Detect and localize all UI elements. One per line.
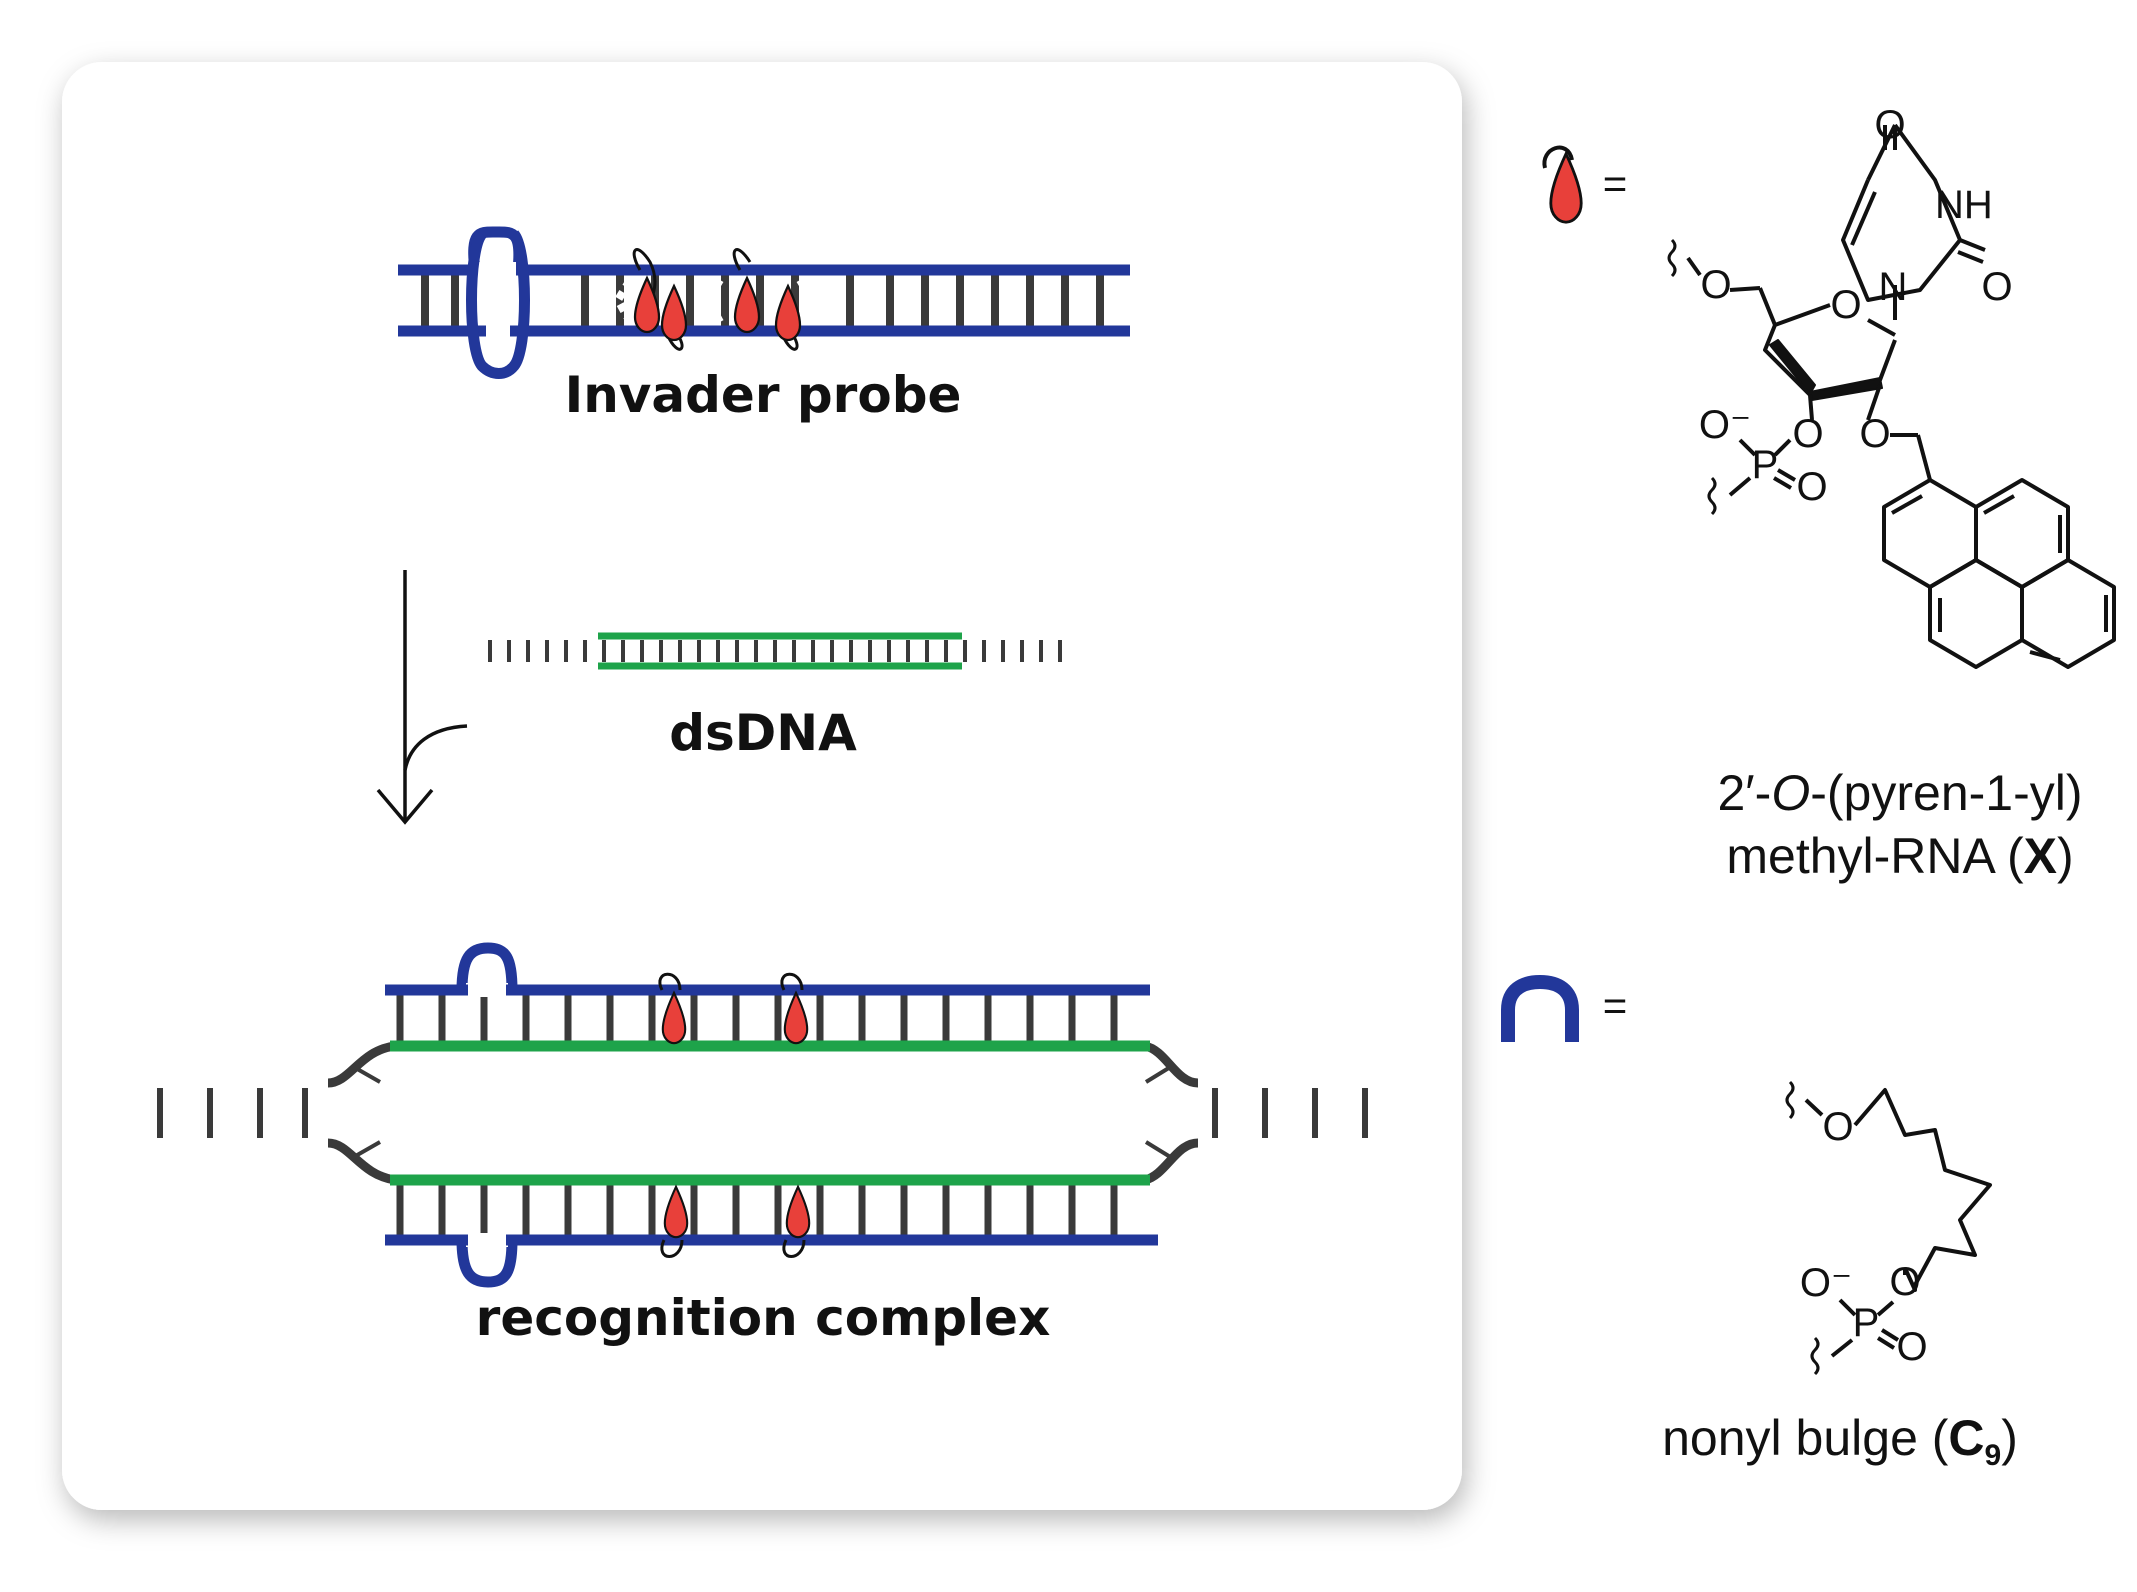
legend-pyrene-tether xyxy=(1542,145,1574,169)
recognition-complex-label: recognition complex xyxy=(476,1289,1051,1347)
atom-o-3prime: O xyxy=(1792,412,1823,456)
atom-o-phosphoryl-c9: O xyxy=(1896,1325,1927,1369)
pyrene-rna-structure xyxy=(1667,123,2116,669)
legend-x-equals: = xyxy=(1603,160,1628,207)
atom-o-c9-bottom: O xyxy=(1889,1260,1920,1304)
atom-o-ring: O xyxy=(1830,283,1861,327)
legend-pyrene-drop-icon xyxy=(1549,152,1583,224)
atom-p: P xyxy=(1752,443,1779,487)
atom-n: N xyxy=(1879,265,1908,309)
nonyl-bulge-icon xyxy=(1501,974,1579,1042)
diagram-panel xyxy=(62,62,1462,1510)
atom-o-c9-top: O xyxy=(1822,1105,1853,1149)
invader-probe-diagram: Invader probe xyxy=(398,226,1130,424)
invader-probe-label: Invader probe xyxy=(565,366,962,424)
probe-bulge-loop xyxy=(466,230,530,379)
legend-x-caption: 2′-O-(pyren-1-yl) xyxy=(1718,765,2083,821)
legend-x: = xyxy=(1542,103,2116,884)
dsdna-diagram: dsDNA xyxy=(455,632,1068,762)
atom-o-carbonyl-2: O xyxy=(1981,265,2012,309)
atom-o-minus-c9: O⁻ xyxy=(1800,1261,1852,1305)
dsdna-label: dsDNA xyxy=(669,704,857,762)
complex-upper-bulge xyxy=(456,942,518,991)
legend-c9: = O O O⁻ P O nonyl bulge (C9) xyxy=(1501,974,2018,1472)
atom-p-c9: P xyxy=(1853,1301,1880,1345)
recognition-complex-diagram: recognition complex xyxy=(125,942,1405,1347)
legend-c9-equals: = xyxy=(1603,982,1628,1029)
atom-o-carbonyl: O xyxy=(1874,103,1905,147)
reaction-arrow xyxy=(376,570,468,825)
complex-lower-bulge xyxy=(456,1239,518,1288)
atom-o-phosphoryl: O xyxy=(1796,465,1827,509)
legend-c9-caption: nonyl bulge (C9) xyxy=(1662,1410,2018,1472)
atom-o-minus: O⁻ xyxy=(1699,403,1751,447)
atom-nh: NH xyxy=(1935,183,1993,227)
nonyl-structure xyxy=(1785,1080,1992,1376)
legend-x-caption-line2: methyl-RNA (X) xyxy=(1726,828,2073,884)
atom-o-2prime: O xyxy=(1859,412,1890,456)
atom-o-5prime: O xyxy=(1700,263,1731,307)
